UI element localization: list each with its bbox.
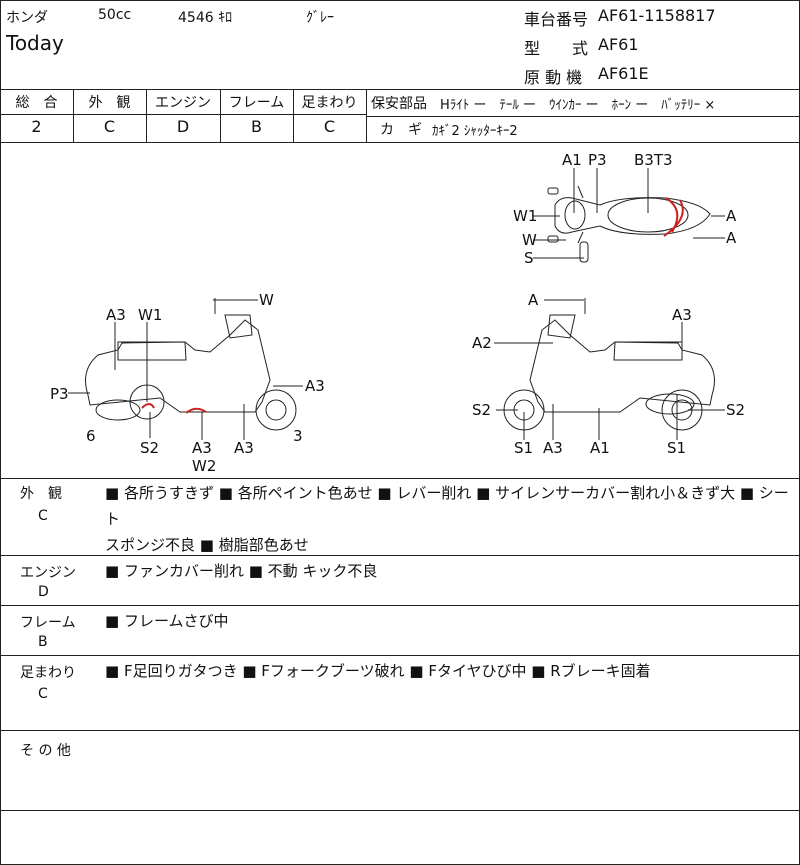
remark-grade-engine: D <box>38 584 49 600</box>
engine-label: 原 動 機 <box>524 68 583 87</box>
remark-grade-suspension: C <box>38 686 48 702</box>
diagram-label: A1 <box>562 151 582 169</box>
divider <box>0 605 800 606</box>
engine-value: AF61E <box>598 64 649 83</box>
maker: ホンダ <box>6 10 48 26</box>
divider <box>0 142 800 143</box>
remark-grade-exterior: C <box>38 508 48 524</box>
remark-text-exterior: ■ 各所うすきず ■ 各所ペイント色あせ ■ レバー削れ ■ サイレンサーカバー… <box>105 480 800 558</box>
divider <box>73 89 74 142</box>
remark-label-frame: フレーム <box>20 615 76 631</box>
diagram-label: A1 <box>590 439 610 457</box>
parts-items: Hﾗｲﾄ ー ﾃｰﾙ ー ｳｲﾝｶｰ ー ﾎｰﾝ ー ﾊﾞｯﾃﾘｰ × <box>440 98 716 113</box>
diagram-label: A3 <box>106 306 126 324</box>
diagram-label: A <box>528 291 539 309</box>
diagram-label: 6 <box>86 427 96 445</box>
divider <box>367 116 800 117</box>
grade-engine: D <box>176 117 190 136</box>
grade-suspension: C <box>323 117 336 136</box>
divider <box>220 89 221 142</box>
damage-mark <box>141 403 207 414</box>
scooter-top-view <box>547 185 711 263</box>
diagram-label: A <box>726 229 737 247</box>
grade-frame: B <box>251 117 262 136</box>
diagram-label: W2 <box>192 457 216 475</box>
diagram-label: A3 <box>192 439 212 457</box>
remark-text-suspension: ■ F足回りガタつき ■ Fフォークブーツ破れ ■ Fタイヤひび中 ■ Rブレー… <box>105 662 651 680</box>
callout-lines <box>68 168 725 440</box>
diagram-label: A3 <box>305 377 325 395</box>
mileage: 4546 ｷﾛ <box>178 10 233 26</box>
key-label: カ ギ <box>380 122 422 138</box>
grade-exterior: C <box>103 117 116 136</box>
diagram-label: S2 <box>726 401 745 419</box>
grade-overall: 2 <box>31 117 42 136</box>
parts-label: 保安部品 <box>371 96 427 112</box>
diagram-label: S2 <box>472 401 491 419</box>
divider <box>293 89 294 142</box>
diagram-label: A3 <box>234 439 254 457</box>
remark-label-suspension: 足まわり <box>20 665 76 681</box>
diagram-label: A2 <box>472 334 492 352</box>
diagram-label: A3 <box>543 439 563 457</box>
divider <box>0 810 800 811</box>
diagram-label: S1 <box>667 439 686 457</box>
remark-grade-frame: B <box>38 634 48 650</box>
divider <box>0 730 800 731</box>
grade-header-overall: 総 合 <box>15 95 58 111</box>
divider <box>0 655 800 656</box>
diagram-label: 3 <box>293 427 303 445</box>
divider <box>366 89 367 142</box>
divider <box>0 478 800 479</box>
displacement: 50cc <box>98 7 132 23</box>
grade-header-frame: フレーム <box>228 95 285 111</box>
type-value: AF61 <box>598 35 639 54</box>
divider <box>0 114 367 115</box>
damage-mark <box>663 197 684 237</box>
remark-label-engine: エンジン <box>20 565 76 581</box>
diagram-label: W1 <box>138 306 162 324</box>
diagram-label: S2 <box>140 439 159 457</box>
diagram-label: A <box>726 207 737 225</box>
frame-no: AF61-1158817 <box>598 6 716 25</box>
diagram-label: P3 <box>588 151 607 169</box>
type-label: 型 式 <box>524 39 589 58</box>
diagram-label: W <box>259 291 274 309</box>
grade-header-exterior: 外 観 <box>88 95 131 111</box>
diagram-label: A3 <box>672 306 692 324</box>
model-name: Today <box>6 31 64 55</box>
diagram-label: W <box>522 231 537 249</box>
color: ｸﾞﾚｰ <box>306 10 334 26</box>
remark-line: ■ 各所うすきず ■ 各所ペイント色あせ ■ レバー削れ ■ サイレンサーカバー… <box>105 484 789 528</box>
remark-label-other: そ の 他 <box>20 743 71 759</box>
diagram-label: P3 <box>50 385 69 403</box>
remark-text-frame: ■ フレームさび中 <box>105 612 229 630</box>
divider <box>0 89 800 90</box>
remark-label-exterior: 外 観 <box>20 486 62 502</box>
grade-header-suspension: 足まわり <box>301 95 358 111</box>
scooter-left-view <box>85 298 297 431</box>
scooter-diagram: A1 P3 B3T3 W1 A W A S W A3 W1 P3 A3 6 S2… <box>50 151 745 475</box>
remark-text-engine: ■ ファンカバー削れ ■ 不動 キック不良 <box>105 562 378 580</box>
diagram-label: S <box>524 249 534 267</box>
divider <box>0 555 800 556</box>
remark-line: スポンジ不良 ■ 樹脂部色あせ <box>105 536 309 554</box>
frame-no-label: 車台番号 <box>524 10 589 29</box>
diagram-label: S1 <box>514 439 533 457</box>
diagram-label: W1 <box>513 207 537 225</box>
key-value: ｶｷﾞ2 ｼｬｯﾀｰｷｰ2 <box>432 124 518 139</box>
divider <box>146 89 147 142</box>
diagram-label: B3T3 <box>634 151 673 169</box>
grade-header-engine: エンジン <box>155 95 211 111</box>
diagram-labels: A1 P3 B3T3 W1 A W A S W A3 W1 P3 A3 6 S2… <box>50 151 745 475</box>
